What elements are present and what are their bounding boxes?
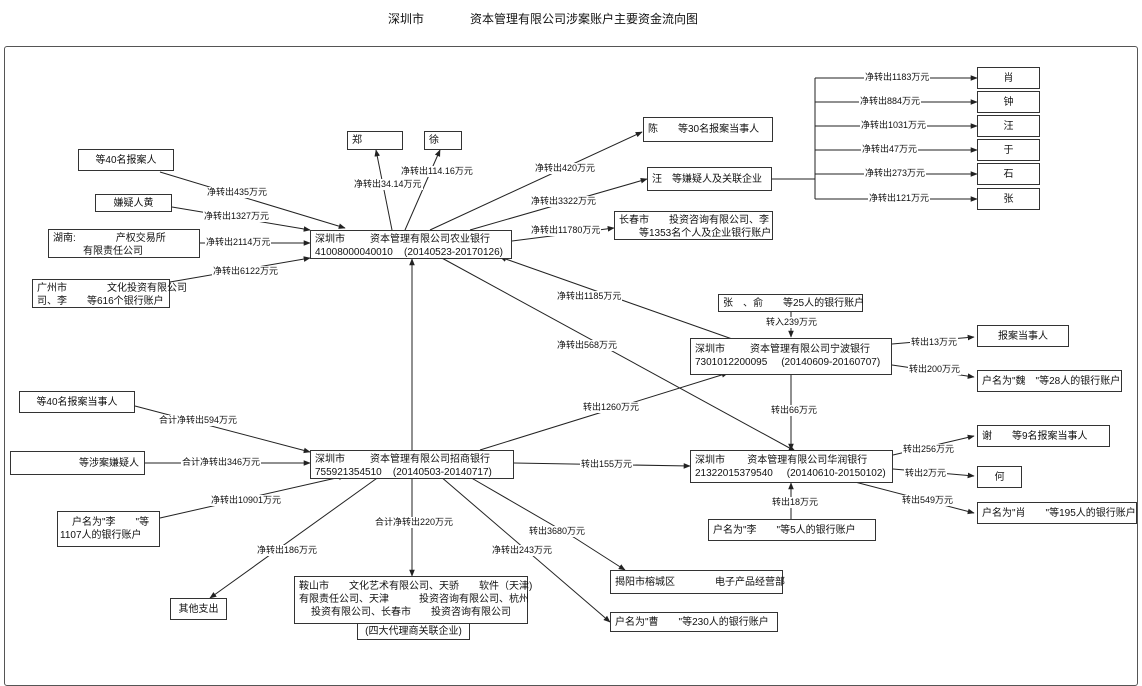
node-sida: (四大代理商关联企业) (357, 623, 470, 640)
node-suspects: 等涉案嫌疑人 (10, 451, 145, 475)
label-c3: 转出1260万元 (582, 402, 641, 413)
node-hunan: 湖南: 产权交易所 有限责任公司 (48, 229, 200, 258)
label-a11: 净转出568万元 (556, 340, 619, 351)
label-a3: 净转出2114万元 (205, 237, 272, 248)
label-a7: 净转出420万元 (534, 163, 597, 174)
node-huang: 嫌疑人黄 (95, 194, 172, 212)
node-anshan: 鞍山市 文化艺术有限公司、天骄 软件（天津) 有限责任公司、天津 投资咨询有限公… (294, 576, 532, 624)
node-r40b: 等40名报案当事人 (19, 391, 135, 413)
node-li5: 户名为"李 "等5人的银行账户 (708, 519, 876, 541)
edge-abc-xu (404, 149, 441, 231)
node-abc-account: 深圳市 资本管理有限公司农业银行 41008000040010 (2014052… (310, 230, 512, 259)
node-shi: 石 (977, 163, 1040, 185)
node-cao: 户名为"曹 "等230人的银行账户 (610, 612, 778, 632)
edge-r40a-abc (159, 171, 346, 229)
label-n2: 转出13万元 (910, 337, 959, 348)
label-a5: 净转出34.14万元 (353, 179, 423, 190)
node-wei: 户名为"魏 "等28人的银行账户 (977, 370, 1122, 392)
node-he: 何 (977, 466, 1022, 488)
diagram-title: 深圳市 资本管理有限公司涉案账户主要资金流向图 (0, 8, 1142, 28)
node-nb-account: 深圳市 资本管理有限公司宁波银行 7301012200095 (20140609… (690, 338, 892, 375)
label-n1: 转入239万元 (765, 317, 819, 328)
label-w6: 净转出121万元 (868, 193, 931, 204)
node-zhong: 钟 (977, 91, 1040, 113)
label-h1: 转出256万元 (902, 444, 956, 455)
label-c5: 净转出10901万元 (210, 495, 283, 506)
edge-abc-zheng (374, 149, 393, 231)
label-c8: 净转出186万元 (256, 545, 319, 556)
node-zhang: 张 (977, 188, 1040, 210)
label-n3: 转出200万元 (908, 364, 962, 375)
node-zhangyu: 张 、俞 等25人的银行账户 (718, 294, 864, 312)
edge-cmb-jieyang (467, 475, 626, 571)
title-main: 资本管理有限公司涉案账户主要资金流向图 (470, 12, 699, 26)
label-h4: 转出18万元 (771, 497, 820, 508)
node-jieyang: 揭阳市榕城区 电子产品经营部 (610, 570, 785, 594)
node-li1107: 户名为"李 "等 1107人的银行账户 (57, 511, 160, 547)
label-w5: 净转出273万元 (864, 168, 927, 179)
label-a4: 净转出6122万元 (212, 266, 280, 277)
label-h3: 转出549万元 (901, 495, 955, 506)
node-baoan: 报案当事人 (977, 325, 1069, 347)
edge-cmb-qita (209, 475, 381, 599)
label-c2: 合计净转出346万元 (181, 457, 262, 468)
label-h2: 转出2万元 (904, 468, 948, 479)
node-wang2: 汪 (977, 115, 1040, 137)
node-qita: 其他支出 (170, 598, 227, 620)
label-w4: 净转出47万元 (861, 144, 919, 155)
label-a2: 净转出1327万元 (203, 211, 271, 222)
label-w2: 净转出884万元 (859, 96, 922, 107)
label-c4: 转出155万元 (580, 459, 634, 470)
edge-abc-chen (429, 131, 643, 231)
node-xie: 谢 等9名报案当事人 (977, 425, 1110, 447)
label-w3: 净转出1031万元 (860, 120, 928, 131)
node-chen: 陈 等30名报案当事人 (643, 117, 773, 142)
edge-r40b-cmb (134, 405, 311, 454)
label-a6: 净转出114.16万元 (400, 166, 474, 177)
node-changchun: 长春市 投资咨询有限公司、李 等1353名个人及企业银行账户 (614, 211, 773, 240)
label-a1: 净转出435万元 (206, 187, 269, 198)
label-c9: 净转出243万元 (491, 545, 554, 556)
label-a10: 净转出1185万元 (556, 291, 623, 302)
node-r40a: 等40名报案人 (78, 149, 174, 171)
edge-abc-hr (439, 256, 796, 452)
node-xiao: 肖 (977, 67, 1040, 89)
node-cmb-account: 深圳市 资本管理有限公司招商银行 755921354510 (20140503-… (310, 450, 514, 479)
label-w1: 净转出1183万元 (864, 72, 931, 83)
label-n4: 转出66万元 (770, 405, 819, 416)
node-yu: 于 (977, 139, 1040, 161)
node-zheng: 郑 (347, 131, 403, 150)
label-c6: 合计净转出220万元 (374, 517, 455, 528)
label-c1: 合计净转出594万元 (158, 415, 239, 426)
label-c7: 转出3680万元 (528, 526, 587, 537)
node-guangzhou: 广州市 文化投资有限公司 司、李 等616个银行账户 (32, 279, 187, 308)
node-wang: 汪 等嫌疑人及关联企业 (647, 167, 772, 191)
title-city: 深圳市 (388, 12, 425, 26)
flow-lines (134, 75, 978, 623)
node-xu: 徐 (424, 131, 462, 150)
label-a9: 净转出11780万元 (530, 225, 602, 236)
label-a8: 净转出3322万元 (530, 196, 598, 207)
node-xiao195: 户名为"肖 "等195人的银行账户 (977, 502, 1137, 524)
node-hr-account: 深圳市 资本管理有限公司华润银行 21322015379540 (2014061… (690, 450, 893, 483)
